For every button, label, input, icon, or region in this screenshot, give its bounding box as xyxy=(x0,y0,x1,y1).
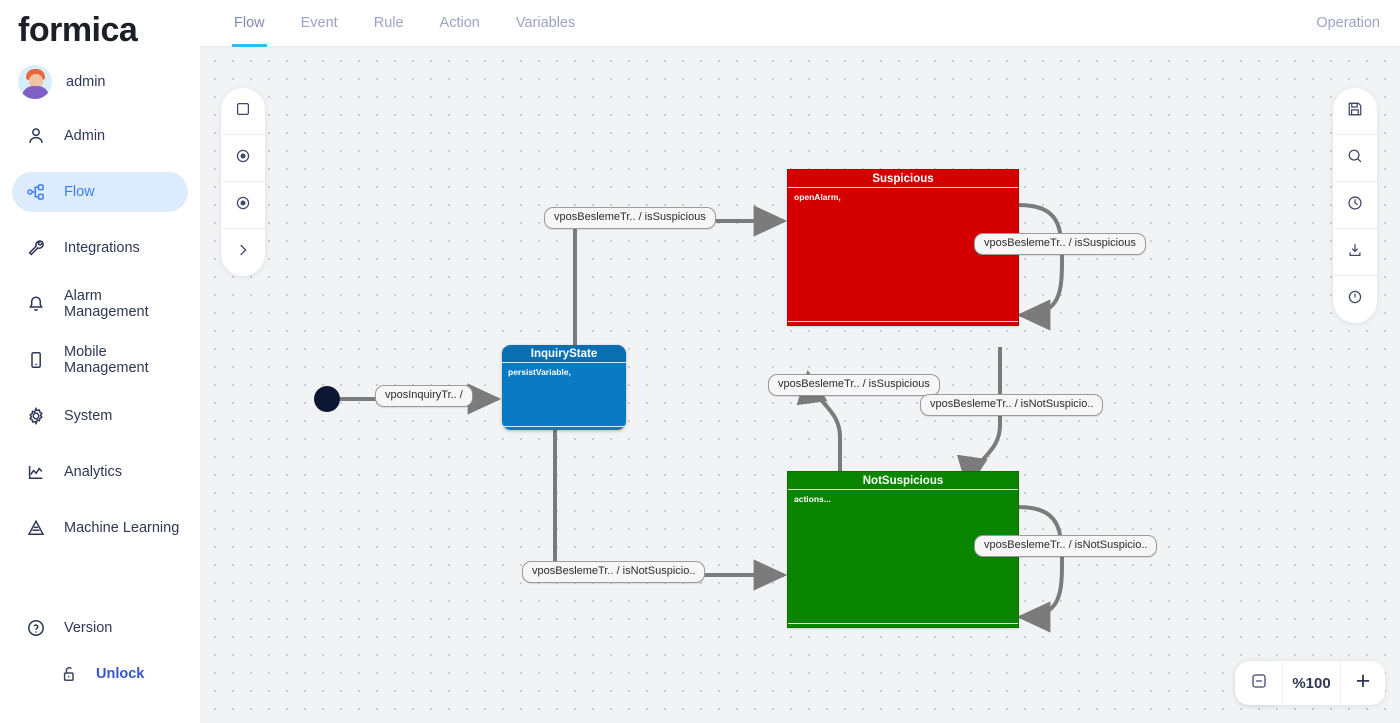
tab-label: Rule xyxy=(373,15,404,31)
gear-icon xyxy=(26,406,46,426)
flow-canvas[interactable]: Suspicious openAlarm, InquiryState persi… xyxy=(200,47,1400,723)
chevron-right-icon xyxy=(234,241,252,264)
chart-line-icon xyxy=(26,462,46,482)
zoom-in-button[interactable]: + xyxy=(1355,667,1371,695)
sidebar-item-label: System xyxy=(64,408,113,424)
tab-list: Flow Event Rule Action Variables xyxy=(200,0,593,47)
operation-link[interactable]: Operation xyxy=(1316,15,1380,31)
tab-event[interactable]: Event xyxy=(283,0,356,46)
sidebar-item-flow[interactable]: Flow xyxy=(12,172,188,212)
unlock-label: Unlock xyxy=(96,666,145,682)
download-icon xyxy=(1346,241,1364,264)
node-divider xyxy=(502,426,626,427)
node-divider xyxy=(788,623,1018,624)
history-button[interactable] xyxy=(1333,182,1377,229)
tab-label: Action xyxy=(439,15,480,31)
edge-label-suspicious-self[interactable]: vposBeslemeTr.. / isSuspicious xyxy=(974,233,1146,255)
question-circle-icon xyxy=(26,618,46,638)
edge-label-inquiry-to-notsuspicious[interactable]: vposBeslemeTr.. / isNotSuspicio.. xyxy=(522,561,706,583)
edge-label-notsuspicious-self[interactable]: vposBeslemeTr.. / isNotSuspicio.. xyxy=(974,535,1158,557)
sidebar-item-admin[interactable]: Admin xyxy=(12,116,188,156)
user-icon xyxy=(26,126,46,146)
node-actions: openAlarm, xyxy=(794,192,841,202)
sidebar-item-system[interactable]: System xyxy=(12,396,188,436)
sidebar-item-mobile-management[interactable]: Mobile Management xyxy=(12,340,188,380)
tool-end-state[interactable] xyxy=(221,182,265,229)
tool-state[interactable] xyxy=(221,135,265,182)
tab-action[interactable]: Action xyxy=(422,0,498,46)
tab-label: Variables xyxy=(515,15,576,31)
sidebar-item-label: Analytics xyxy=(64,464,123,480)
clock-outline-icon xyxy=(1346,288,1364,311)
sidebar-item-label: Mobile Management xyxy=(64,344,149,376)
triangle-layers-icon xyxy=(26,518,46,538)
tab-variables[interactable]: Variables xyxy=(498,0,593,46)
wrench-icon xyxy=(26,238,46,258)
node-title: Suspicious xyxy=(788,170,1018,188)
tab-label: Event xyxy=(300,15,338,31)
sidebar-item-label: Machine Learning xyxy=(64,520,180,536)
edge-label-notsuspicious-to-suspicious[interactable]: vposBeslemeTr.. / isSuspicious xyxy=(768,374,940,396)
edge-label-start-to-inquiry[interactable]: vposInquiryTr.. / xyxy=(375,385,473,407)
sidebar-item-analytics[interactable]: Analytics xyxy=(12,452,188,492)
circle-dot-icon xyxy=(234,147,252,170)
tab-flow[interactable]: Flow xyxy=(216,0,283,47)
minus-box-icon xyxy=(1249,671,1269,696)
user-name: admin xyxy=(66,74,106,90)
mobile-icon xyxy=(26,350,46,370)
clock-icon xyxy=(1346,194,1364,217)
sidebar-item-version[interactable]: Version xyxy=(12,608,188,648)
export-flow-button[interactable] xyxy=(1333,229,1377,276)
canvas-right-toolbar xyxy=(1333,88,1377,323)
node-title: InquiryState xyxy=(502,345,626,363)
node-actions: persistVariable, xyxy=(508,367,571,377)
search-icon xyxy=(1346,147,1364,170)
node-actions: actions... xyxy=(794,494,831,504)
square-icon xyxy=(234,100,252,123)
flow-icon xyxy=(26,182,46,202)
zoom-out-button[interactable] xyxy=(1235,661,1283,705)
sidebar: formica admin Admin Flow xyxy=(0,0,200,723)
top-navigation: Flow Event Rule Action Variables Operati… xyxy=(200,0,1400,47)
edge-label-inquiry-to-suspicious[interactable]: vposBeslemeTr.. / isSuspicious xyxy=(544,207,716,229)
bell-icon xyxy=(26,294,46,314)
brand-logo: formica xyxy=(18,11,138,49)
main-area: Flow Event Rule Action Variables Operati… xyxy=(200,0,1400,723)
save-flow-button[interactable] xyxy=(1333,88,1377,135)
circle-dot-icon xyxy=(234,194,252,217)
canvas-left-toolbar xyxy=(221,88,265,276)
sidebar-item-label: Alarm Management xyxy=(64,288,149,320)
save-icon xyxy=(1346,100,1364,123)
sidebar-nav: Admin Flow Integrations Alarm Management xyxy=(0,102,200,684)
node-body: persistVariable, xyxy=(502,363,626,448)
search-flow-button[interactable] xyxy=(1333,135,1377,182)
node-body: openAlarm, xyxy=(788,188,1018,343)
tab-label: Flow xyxy=(234,15,265,31)
node-inquirystate[interactable]: InquiryState persistVariable, xyxy=(502,345,626,430)
tab-rule[interactable]: Rule xyxy=(356,0,422,46)
zoom-level: %100 xyxy=(1283,661,1341,705)
tool-transition[interactable] xyxy=(221,229,265,276)
sidebar-item-label: Version xyxy=(64,620,113,636)
sidebar-item-label: Admin xyxy=(64,128,106,144)
unlock-icon xyxy=(58,664,78,684)
sidebar-item-integrations[interactable]: Integrations xyxy=(12,228,188,268)
tool-square[interactable] xyxy=(221,88,265,135)
avatar xyxy=(18,65,52,99)
user-profile[interactable]: admin xyxy=(0,48,200,102)
sidebar-item-label: Flow xyxy=(64,184,95,200)
sidebar-item-alarm-management[interactable]: Alarm Management xyxy=(12,284,188,324)
sidebar-item-machine-learning[interactable]: Machine Learning xyxy=(12,508,188,548)
edge-label-suspicious-to-notsuspicious[interactable]: vposBeslemeTr.. / isNotSuspicio.. xyxy=(920,394,1104,416)
node-title: NotSuspicious xyxy=(788,472,1018,490)
unlock-button[interactable]: Unlock xyxy=(0,664,200,684)
start-node[interactable] xyxy=(314,386,340,412)
schedule-button[interactable] xyxy=(1333,276,1377,323)
node-body: actions... xyxy=(788,490,1018,645)
sidebar-item-label: Integrations xyxy=(64,240,140,256)
zoom-controls: %100 + xyxy=(1235,661,1385,705)
node-divider xyxy=(788,321,1018,322)
